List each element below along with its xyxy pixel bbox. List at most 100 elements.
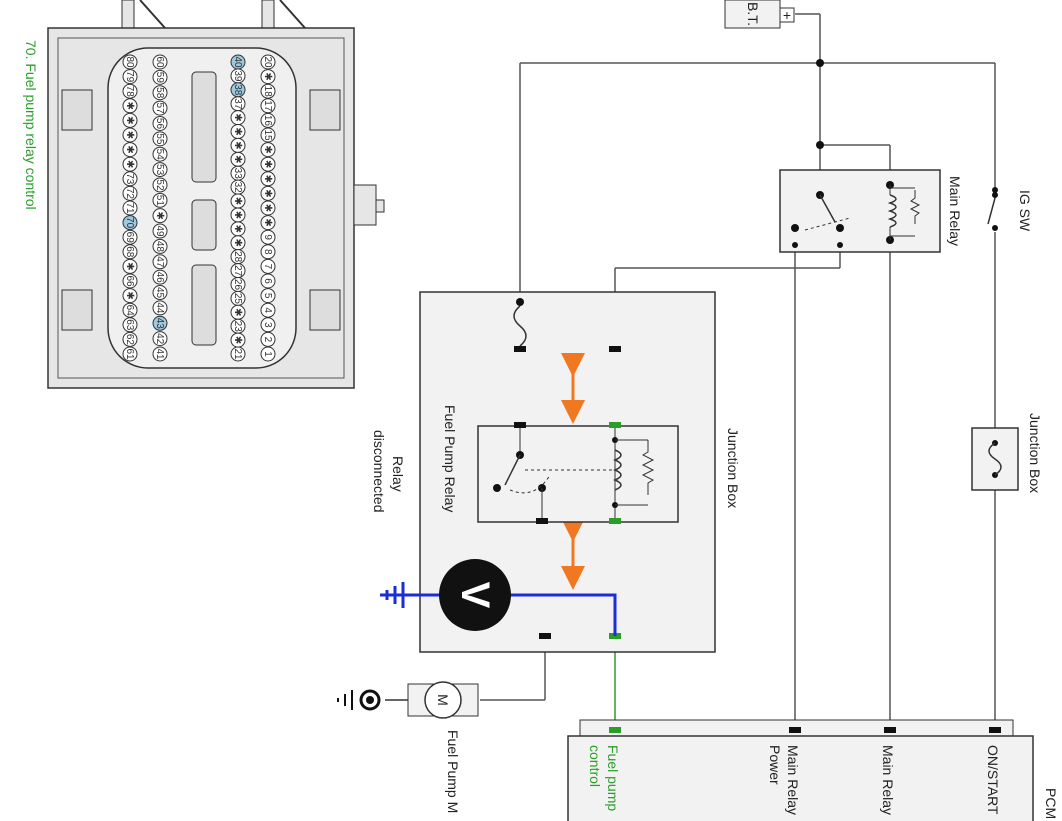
connector-pin-label: ✱	[124, 116, 135, 124]
connector-pin	[152, 115, 168, 131]
connector-pin	[122, 112, 138, 128]
connector-pin-label: ✱	[232, 127, 243, 135]
connector-pin	[152, 300, 168, 316]
connector-pin-label: 42	[154, 333, 165, 345]
voltmeter: V	[380, 559, 617, 636]
connector-pin-grid: 20✱18171615✱✱✱✱✱✱98765432140393837✱✱✱✱33…	[122, 54, 276, 362]
connector-pin-label: ✱	[262, 175, 273, 183]
connector-pin	[152, 162, 168, 178]
connector-pin	[122, 127, 138, 143]
connector-pin-label: ✱	[232, 225, 243, 233]
fuel-pump-relay-label: Fuel Pump Relay	[442, 405, 458, 512]
connector-pin	[122, 98, 138, 114]
connector-pin	[122, 156, 138, 172]
connector-pin	[260, 273, 276, 289]
connector-pin	[152, 177, 168, 193]
connector-pin-label: ✱	[262, 160, 273, 168]
connector-pin-label: 57	[154, 103, 165, 115]
connector-pin	[260, 258, 276, 274]
connector-pin	[122, 258, 138, 274]
connector-pin-label: 1	[262, 351, 273, 357]
connector-pin	[152, 131, 168, 147]
connector-pin-label: ✱	[124, 145, 135, 153]
connector-pin	[122, 171, 138, 187]
connector-pin-label: 78	[124, 86, 135, 98]
connector-pin-label: 4	[262, 307, 273, 313]
connector-pin	[260, 156, 276, 172]
connector-pin-label: 18	[262, 86, 273, 98]
connector-pin	[260, 83, 276, 99]
connector-pin	[152, 238, 168, 254]
connector-pin	[152, 223, 168, 239]
connector-pin	[260, 215, 276, 231]
connector-pin-label: 43	[154, 318, 165, 330]
connector-pin-label: 73	[124, 173, 135, 185]
connector-pin-label: 3	[262, 322, 273, 328]
connector-pin	[122, 142, 138, 158]
connector-pin-label: ✱	[232, 336, 243, 344]
connector-pin-label: ✱	[262, 204, 273, 212]
pcm-pin-main-relay-power: Main Relay	[785, 745, 801, 815]
connector-pin	[122, 244, 138, 260]
connector-pin-label: 48	[154, 241, 165, 253]
connector-pin	[152, 331, 168, 347]
fuel-pump-motor-label: Fuel Pump M	[445, 730, 461, 813]
connector-pin	[260, 317, 276, 333]
connector-pin	[260, 142, 276, 158]
connector-pin-label: 37	[232, 98, 243, 110]
connector-pin-label: 63	[124, 319, 135, 331]
connector-pin-label: 25	[232, 293, 243, 305]
connector-pin-label: 38	[232, 84, 243, 96]
connector-pin-label: 79	[124, 71, 135, 83]
main-relay-label: Main Relay	[947, 176, 963, 246]
connector-pin-label: 72	[124, 188, 135, 200]
connector-pin-label: ✱	[124, 160, 135, 168]
pcm-pin-fuel-pump-control: Fuel pump	[605, 745, 621, 811]
relay-disconnected-label: disconnected	[371, 430, 387, 513]
connector-pin-label: 23	[232, 321, 243, 333]
pcm-pin-main-relay: Main Relay	[880, 745, 896, 815]
connector-pin	[260, 288, 276, 304]
connector-pin-label: ✱	[232, 308, 243, 316]
voltmeter-body	[439, 559, 511, 631]
junction-box-fuse: Junction Box	[971, 413, 1043, 493]
connector-pin	[260, 98, 276, 114]
connector-pin	[260, 185, 276, 201]
connector-pin	[152, 269, 168, 285]
connector-pin	[122, 54, 138, 70]
connector-pin	[122, 69, 138, 85]
connector-pin	[122, 302, 138, 318]
connector-pin-label: 33	[232, 168, 243, 180]
connector-knob	[353, 184, 377, 226]
connector-pin-label: ✱	[124, 262, 135, 270]
connector-pin-label: 54	[154, 149, 165, 161]
connector-pin-label: 8	[262, 249, 273, 255]
connector-pin	[260, 127, 276, 143]
connector-pin-label: 70	[124, 217, 135, 229]
connector-pin	[122, 229, 138, 245]
connector-pin	[122, 346, 138, 362]
connector-pin	[152, 69, 168, 85]
probe-wire-signal	[510, 593, 617, 636]
battery-plus-label: +	[783, 7, 791, 23]
connector-clip	[309, 289, 341, 331]
connector-pin-label: 28	[232, 251, 243, 263]
connector-pin-label: 68	[124, 246, 135, 258]
connector-pin-label: 40	[232, 56, 243, 68]
connector-pin-label: ✱	[154, 211, 165, 219]
connector-clip	[61, 289, 93, 331]
battery-label: B.T.	[745, 2, 761, 26]
connector-pin-label: ✱	[232, 141, 243, 149]
main-relay: Main Relay	[779, 169, 963, 253]
connector-pin-label: 15	[262, 129, 273, 141]
pcm-connector: 70. Fuel pump relay control 20✱18171615✱…	[23, 0, 385, 389]
connector-pin	[122, 215, 138, 231]
connector-pin	[260, 112, 276, 128]
connector-pin-label: ✱	[232, 155, 243, 163]
junction-box-inner-label: Junction Box	[725, 428, 741, 508]
connector-pin	[152, 208, 168, 224]
pcm-pin-main-relay-power: Power	[767, 745, 783, 785]
junction-box-outer-label: Junction Box	[1027, 413, 1043, 493]
connector-pin-label: 66	[124, 275, 135, 287]
